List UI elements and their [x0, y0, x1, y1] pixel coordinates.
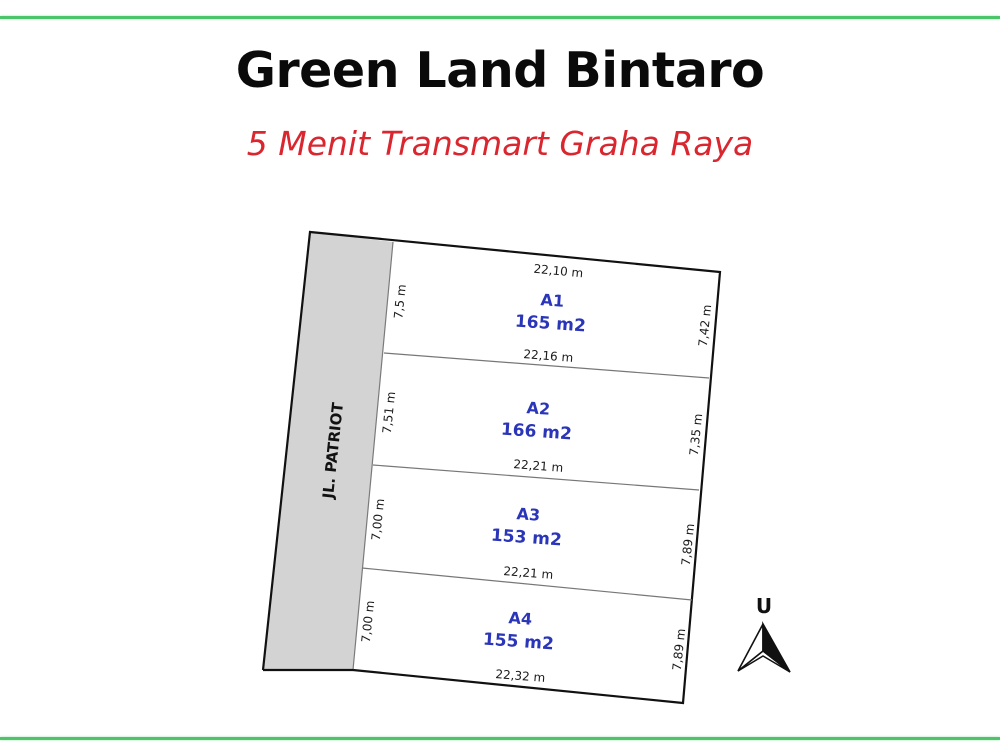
lot-a4-name: A4: [508, 608, 533, 629]
lot-a2-name: A2: [526, 398, 551, 419]
lot-divider-a2-a3: [372, 464, 700, 491]
lot-a3-area: 153 m2: [490, 526, 562, 551]
lot-a1-top-length: 22,10 m: [533, 262, 584, 281]
lot-a2[interactable]: A2 166 m2 22,21 m 7,51 m 7,35 m: [380, 391, 705, 475]
north-label: U: [756, 594, 772, 618]
lot-a1[interactable]: 22,10 m A1 165 m2 22,16 m 7,5 m 7,42 m: [391, 262, 714, 365]
lot-a3[interactable]: A3 153 m2 22,21 m 7,00 m 7,89 m: [369, 498, 697, 582]
lot-a1-left-width: 7,5 m: [391, 284, 409, 320]
top-divider: [0, 16, 1000, 19]
lot-a3-left-width: 7,00 m: [369, 498, 387, 541]
lot-a3-bottom-length: 22,21 m: [503, 564, 554, 582]
lot-a4[interactable]: A4 155 m2 22,32 m 7,00 m 7,89 m: [359, 600, 688, 685]
lot-a2-right-width: 7,35 m: [687, 413, 705, 456]
lot-a2-bottom-length: 22,21 m: [513, 457, 564, 475]
lot-a1-area: 165 m2: [514, 312, 586, 337]
lot-a4-area: 155 m2: [482, 630, 554, 655]
north-compass: U: [737, 594, 791, 673]
page-title: Green Land Bintaro: [235, 42, 765, 99]
outer-boundary: [261, 230, 722, 705]
lot-divider-a3-a4: [361, 567, 693, 601]
page-subtitle: 5 Menit Transmart Graha Raya: [246, 124, 754, 163]
lot-a4-right-width: 7,89 m: [670, 628, 688, 671]
lot-a2-left-width: 7,51 m: [380, 391, 398, 434]
road-strip: [263, 232, 393, 670]
lot-a3-right-width: 7,89 m: [679, 523, 697, 566]
lot-a3-name: A3: [516, 504, 541, 525]
lot-a1-name: A1: [540, 290, 565, 311]
lot-a2-area: 166 m2: [500, 420, 572, 445]
lot-a4-bottom-length: 22,32 m: [495, 667, 546, 685]
bottom-divider: [0, 737, 1000, 740]
north-arrow-icon: [737, 620, 791, 673]
lot-a1-right-width: 7,42 m: [696, 304, 714, 347]
lot-divider-a1-a2: [383, 352, 710, 379]
lot-a4-left-width: 7,00 m: [359, 600, 377, 643]
lot-a1-bottom-length: 22,16 m: [523, 347, 574, 365]
road-inner-edge: [352, 241, 394, 671]
